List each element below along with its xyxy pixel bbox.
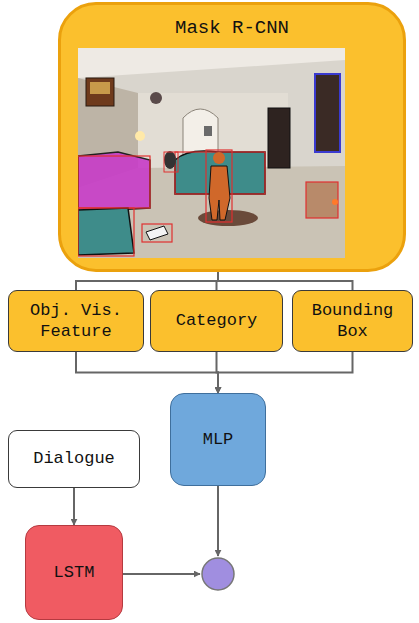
model-title: Mask R-CNN bbox=[69, 17, 395, 41]
box-label: Dialogue bbox=[33, 448, 115, 469]
fusion-circle bbox=[202, 558, 234, 590]
fusion-arrow bbox=[123, 573, 200, 575]
connector bbox=[73, 488, 75, 525]
connector bbox=[218, 272, 353, 290]
fusion-arrow bbox=[217, 486, 219, 556]
box-label: Bounding Box bbox=[301, 300, 404, 343]
box-label: Obj. Vis. Feature bbox=[17, 300, 135, 343]
box-label: Category bbox=[176, 310, 258, 331]
connector bbox=[218, 352, 353, 393]
lstm-box: LSTM bbox=[25, 525, 123, 620]
scene-photo bbox=[78, 48, 345, 258]
mlp-box: MLP bbox=[170, 393, 266, 486]
connector bbox=[76, 352, 218, 393]
feature-box: Bounding Box bbox=[292, 290, 413, 352]
feature-box: Obj. Vis. Feature bbox=[8, 290, 144, 352]
box-label: LSTM bbox=[54, 562, 95, 583]
connector bbox=[76, 272, 218, 290]
box-label: MLP bbox=[203, 429, 234, 450]
input-box: Dialogue bbox=[8, 430, 140, 488]
model-box: Mask R-CNN bbox=[58, 2, 406, 272]
feature-box: Category bbox=[150, 290, 283, 352]
